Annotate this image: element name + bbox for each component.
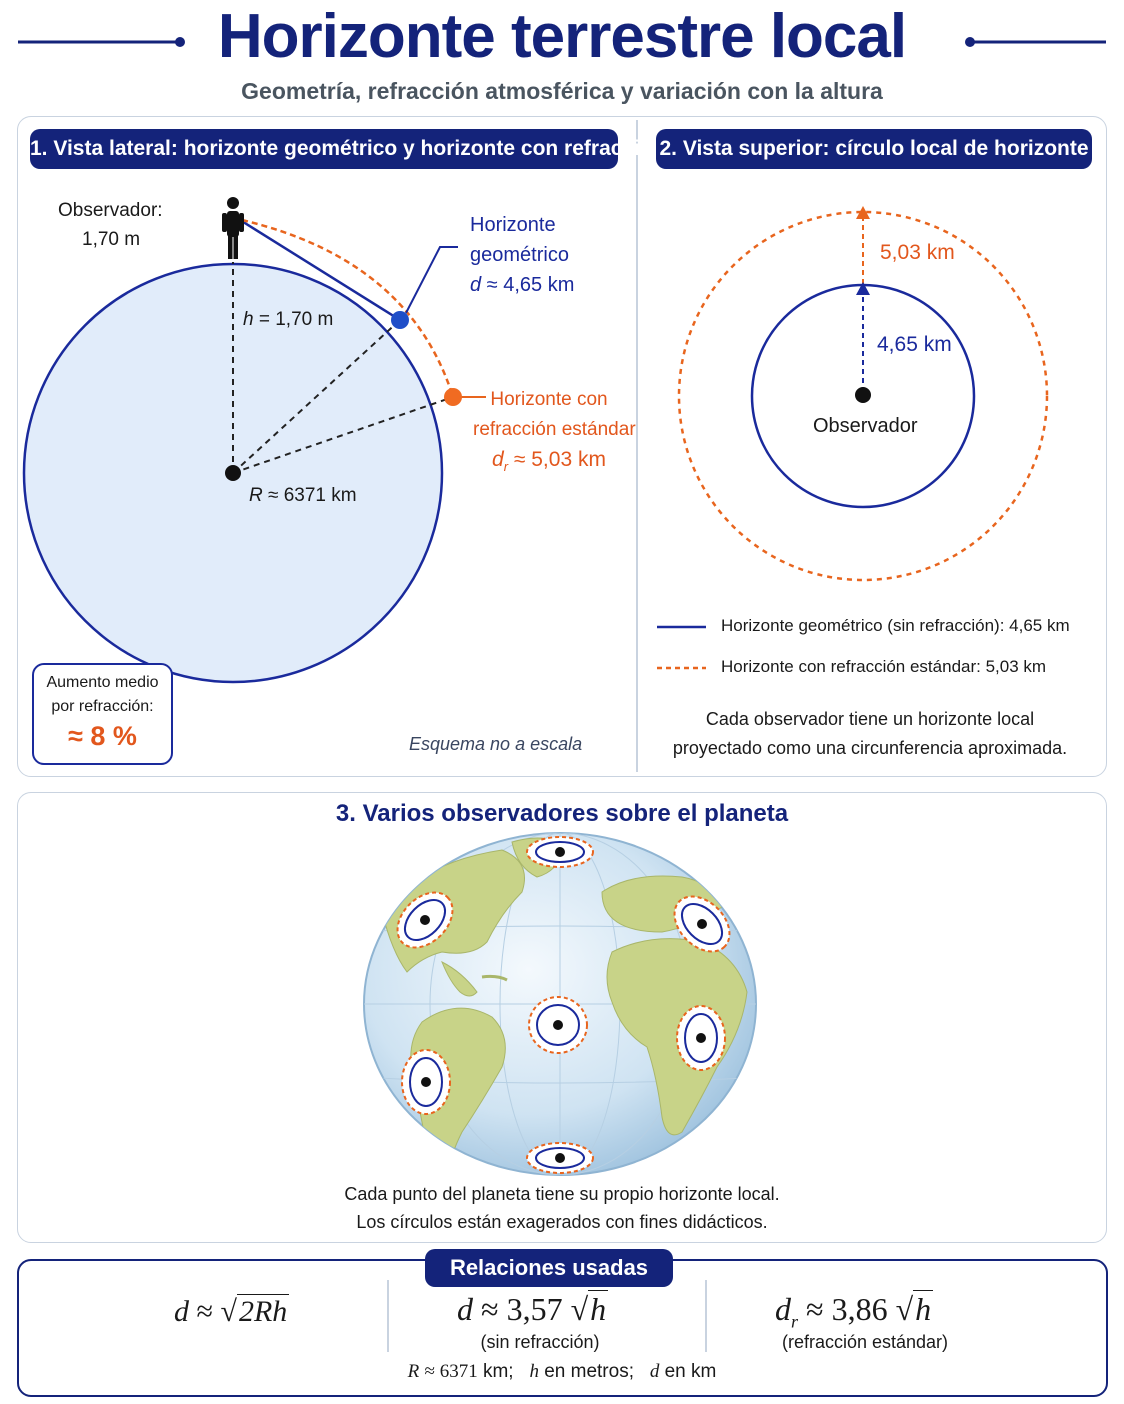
page-subtitle: Geometría, refracción atmosférica y vari… (241, 78, 883, 104)
formula-divider-1 (387, 1280, 389, 1352)
refraction-increase-box: Aumento medio por refracción: ≈ 8 % (32, 663, 173, 765)
observer-height-label: 1,70 m (82, 229, 141, 250)
refraction-sight-path (241, 218, 455, 398)
radius-to-refraction (232, 396, 454, 474)
legend-geometric-label: Horizonte geométrico (sin refracción): 4… (721, 616, 1070, 635)
geometric-horizon-label: Horizonte geométrico d ≈ 4,65 km (470, 214, 575, 296)
geometric-sight-line (239, 218, 401, 322)
legend-refraction-label: Horizonte con refracción estándar: 5,03 … (721, 657, 1047, 676)
outer-distance-label: 5,03 km (880, 241, 955, 264)
globe-observer-markers (396, 836, 731, 1174)
units-line: R ≈ 6371 km; h en metros; d en km (407, 1361, 717, 1382)
formula-refraction-approx: dr ≈ 3,86 √h (775, 1290, 934, 1332)
formula-divider-2 (705, 1280, 707, 1352)
panel2-heading: 2. Vista superior: círculo local de hori… (656, 129, 1092, 169)
radius-label: R ≈ 6371 km (249, 485, 357, 506)
geometric-horizon-point (391, 311, 409, 329)
height-label: h = 1,70 m (243, 309, 334, 330)
panel-divider (636, 120, 638, 772)
refraction-increase-value: ≈ 8 % (68, 721, 137, 751)
page-title: Horizonte terrestre local (217, 2, 907, 71)
side-view-diagram (22, 197, 486, 684)
top-view-caption: Cada observador tiene un horizonte local… (672, 709, 1068, 758)
earth-center-point (225, 465, 241, 481)
formula-refraction-note: (refracción estándar) (781, 1332, 949, 1352)
radius-to-geometric (232, 319, 401, 474)
geometric-leader (405, 246, 458, 314)
globe-caption: Cada punto del planeta tiene su propio h… (344, 1184, 780, 1232)
observer-point (855, 387, 871, 403)
panel1-heading: 1. Vista lateral: horizonte geométrico y… (30, 129, 666, 169)
legend-swatches (657, 625, 706, 670)
observer-top-label: Observador (813, 415, 918, 437)
formula-geometric-note: (sin refracción) (480, 1332, 600, 1352)
title-decoration (18, 37, 1106, 47)
observer-label: Observador: (58, 200, 163, 221)
scale-note: Esquema no a escala (409, 734, 583, 754)
formula-geometric-approx: d ≈ 3,57 √h (457, 1290, 609, 1327)
observer-figure-icon (222, 197, 244, 259)
refraction-horizon-point (444, 388, 462, 406)
top-view-diagram (677, 206, 1049, 582)
refraction-horizon-label: Horizonte con refracción estándar dr ≈ 5… (473, 389, 636, 475)
formula-geometric-exact: d ≈ √2Rh (174, 1294, 290, 1328)
panel3-heading: 3. Varios observadores sobre el planeta (335, 800, 789, 827)
globe-diagram (363, 832, 757, 1176)
inner-distance-label: 4,65 km (877, 333, 952, 356)
relations-heading: Relaciones usadas (425, 1249, 673, 1287)
refraction-horizon-circle (677, 210, 1049, 582)
